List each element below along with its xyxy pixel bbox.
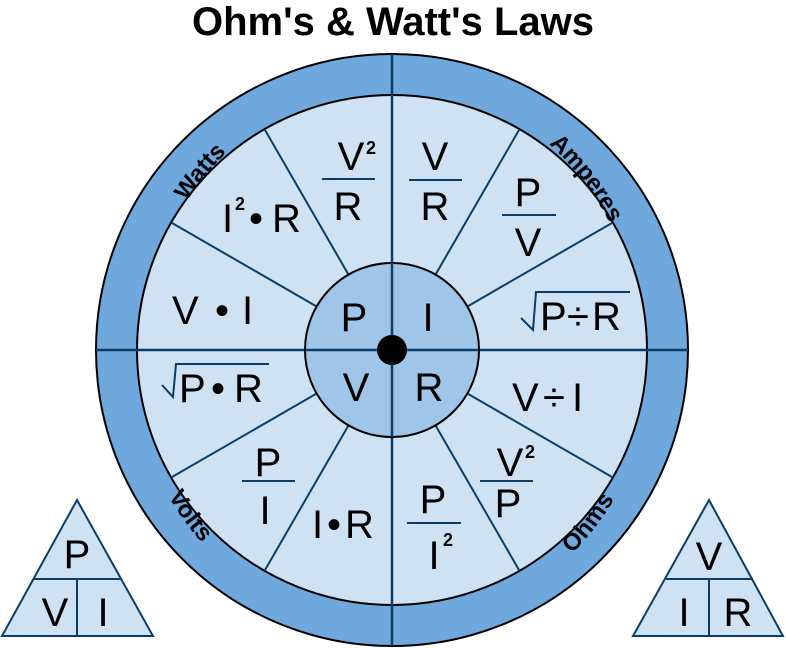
segment-divider-line	[434, 128, 521, 276]
power-triangle: P V I	[0, 497, 155, 637]
formula-i-squared-r: I 2 • R	[222, 194, 301, 241]
formula-sqrt-p-div-r: P ÷ R	[520, 291, 630, 339]
formula-v-times-i: V • I	[172, 289, 253, 333]
formula-operator: •	[215, 289, 229, 333]
formula-i-times-r: I • R	[312, 503, 374, 547]
formula-exponent: 2	[525, 442, 535, 462]
hub-label-i: I	[422, 296, 433, 340]
formula-term: I	[222, 197, 233, 241]
fraction-denominator: P	[495, 482, 522, 526]
formula-term: P	[179, 367, 206, 411]
segment-divider-line	[466, 392, 614, 479]
hub-label-p: P	[341, 296, 368, 340]
triangle-bottom-left-label: I	[678, 591, 689, 635]
formula-v-div-i: V ÷ I	[512, 376, 583, 420]
formula-v-squared-over-p: V 2 P	[480, 441, 535, 526]
ohms-triangle: V I R	[631, 497, 785, 637]
formula-term: V	[172, 289, 199, 333]
fraction-numerator: P	[255, 441, 282, 485]
sqrt-icon	[161, 363, 269, 400]
segment-divider-line	[466, 221, 614, 308]
formula-term: P	[540, 295, 567, 339]
fraction-denominator: R	[421, 185, 450, 229]
fraction-numerator: P	[515, 171, 542, 215]
triangle-bottom-left-label: V	[42, 591, 69, 635]
fraction-numerator: P	[420, 478, 447, 522]
formula-p-over-i: P I	[242, 441, 295, 533]
formula-exponent: 2	[443, 530, 453, 550]
segment-divider-line	[170, 392, 318, 479]
formula-v-squared-over-r: V 2 R	[322, 135, 376, 229]
hub-label-r: R	[415, 366, 444, 410]
segment-divider-line	[170, 221, 318, 308]
fraction-denominator: R	[334, 185, 363, 229]
fraction-denominator: I	[259, 489, 270, 533]
formula-term: R	[592, 295, 621, 339]
hub-label-v: V	[343, 366, 370, 410]
formula-sqrt-p-times-r: P • R	[161, 363, 269, 411]
formula-operator: •	[249, 197, 263, 241]
fraction-numerator: V	[338, 135, 365, 179]
triangle-bottom-right-label: I	[97, 591, 108, 635]
sqrt-icon	[520, 291, 630, 333]
triangle-top-label: P	[64, 533, 91, 577]
formula-exponent: 2	[235, 194, 245, 214]
segment-divider-line	[263, 128, 350, 276]
formula-term: V	[512, 376, 539, 420]
segment-divider-line	[263, 424, 350, 572]
formula-operator: •	[327, 503, 341, 547]
formula-term: I	[312, 503, 323, 547]
fraction-numerator: V	[422, 135, 449, 179]
formula-p-over-v: P V	[502, 171, 556, 265]
formula-term: I	[572, 376, 583, 420]
fraction-denominator: V	[515, 221, 542, 265]
formula-term: I	[242, 289, 253, 333]
triangle-bottom-right-label: R	[724, 591, 753, 635]
triangle-top-label: V	[696, 535, 723, 579]
formula-operator: •	[211, 367, 225, 411]
formula-term: R	[345, 503, 374, 547]
formula-p-over-i-squared: P I 2	[407, 478, 461, 578]
formula-v-over-r: V R	[409, 135, 462, 229]
segment-dividers	[170, 128, 614, 572]
formula-operator: ÷	[543, 376, 565, 420]
segment-divider-line	[434, 424, 521, 572]
formula-operator: ÷	[567, 295, 589, 339]
fraction-denominator: I	[428, 534, 439, 578]
formula-exponent: 2	[366, 138, 376, 158]
page-title: Ohm's & Watt's Laws	[191, 0, 595, 44]
center-dot	[377, 335, 407, 365]
formula-term: R	[272, 197, 301, 241]
fraction-numerator: V	[497, 441, 524, 485]
formula-term: R	[234, 367, 263, 411]
